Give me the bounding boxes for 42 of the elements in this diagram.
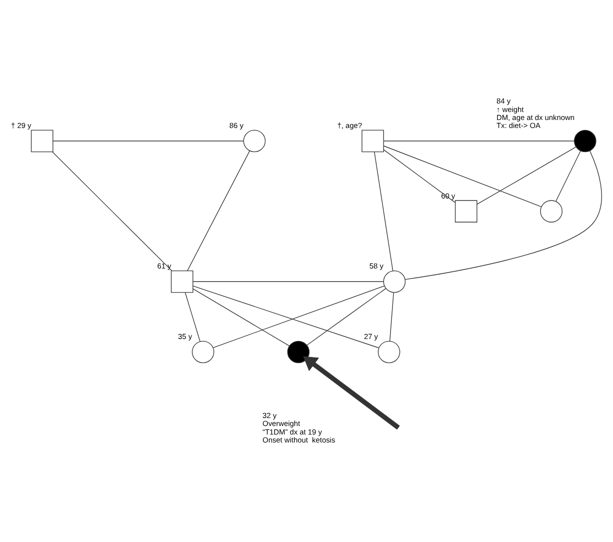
node-box [30, 129, 54, 152]
node-box [454, 200, 478, 222]
connector [184, 292, 200, 342]
connector [192, 280, 384, 282]
node-label: 84 y [496, 96, 511, 106]
connector [389, 292, 394, 341]
node-label: Tx: diet-> OA [496, 120, 540, 130]
connector [383, 148, 456, 202]
node-circle [243, 129, 266, 152]
node-circle [378, 340, 400, 363]
node-label: 58 y [369, 261, 384, 270]
node-label: †, age? [337, 120, 362, 130]
node-circle [574, 129, 596, 152]
node-circle [540, 200, 562, 222]
connector [187, 150, 250, 271]
node-label: “T1DM” dx at 19 y [262, 426, 322, 436]
node-label: ↑ weight [496, 104, 524, 114]
node-label: † 29 y [11, 120, 32, 130]
arrow [303, 356, 400, 430]
connector [52, 140, 244, 141]
node-circle [192, 340, 214, 363]
node-label: Onset without ketosis [262, 434, 336, 444]
connector [374, 151, 394, 271]
connector [404, 150, 602, 280]
connector [556, 150, 581, 202]
node-box [362, 129, 384, 152]
node-label: Overweight [262, 418, 300, 428]
node-circle [287, 340, 310, 363]
node-label: 35 y [178, 331, 192, 340]
node-label: 61 y [157, 261, 172, 270]
connector [192, 288, 290, 346]
connector [383, 145, 542, 207]
connector [476, 146, 576, 204]
connector [52, 151, 172, 271]
connector [306, 288, 386, 345]
node-label: 32 y [262, 410, 277, 420]
node-label: 86 y [229, 120, 244, 130]
node-label: DM, age at dx unknown [496, 112, 575, 122]
node-label: 27 y [364, 331, 378, 340]
node-box [170, 270, 194, 292]
node-circle [383, 270, 406, 292]
connector [383, 140, 574, 141]
